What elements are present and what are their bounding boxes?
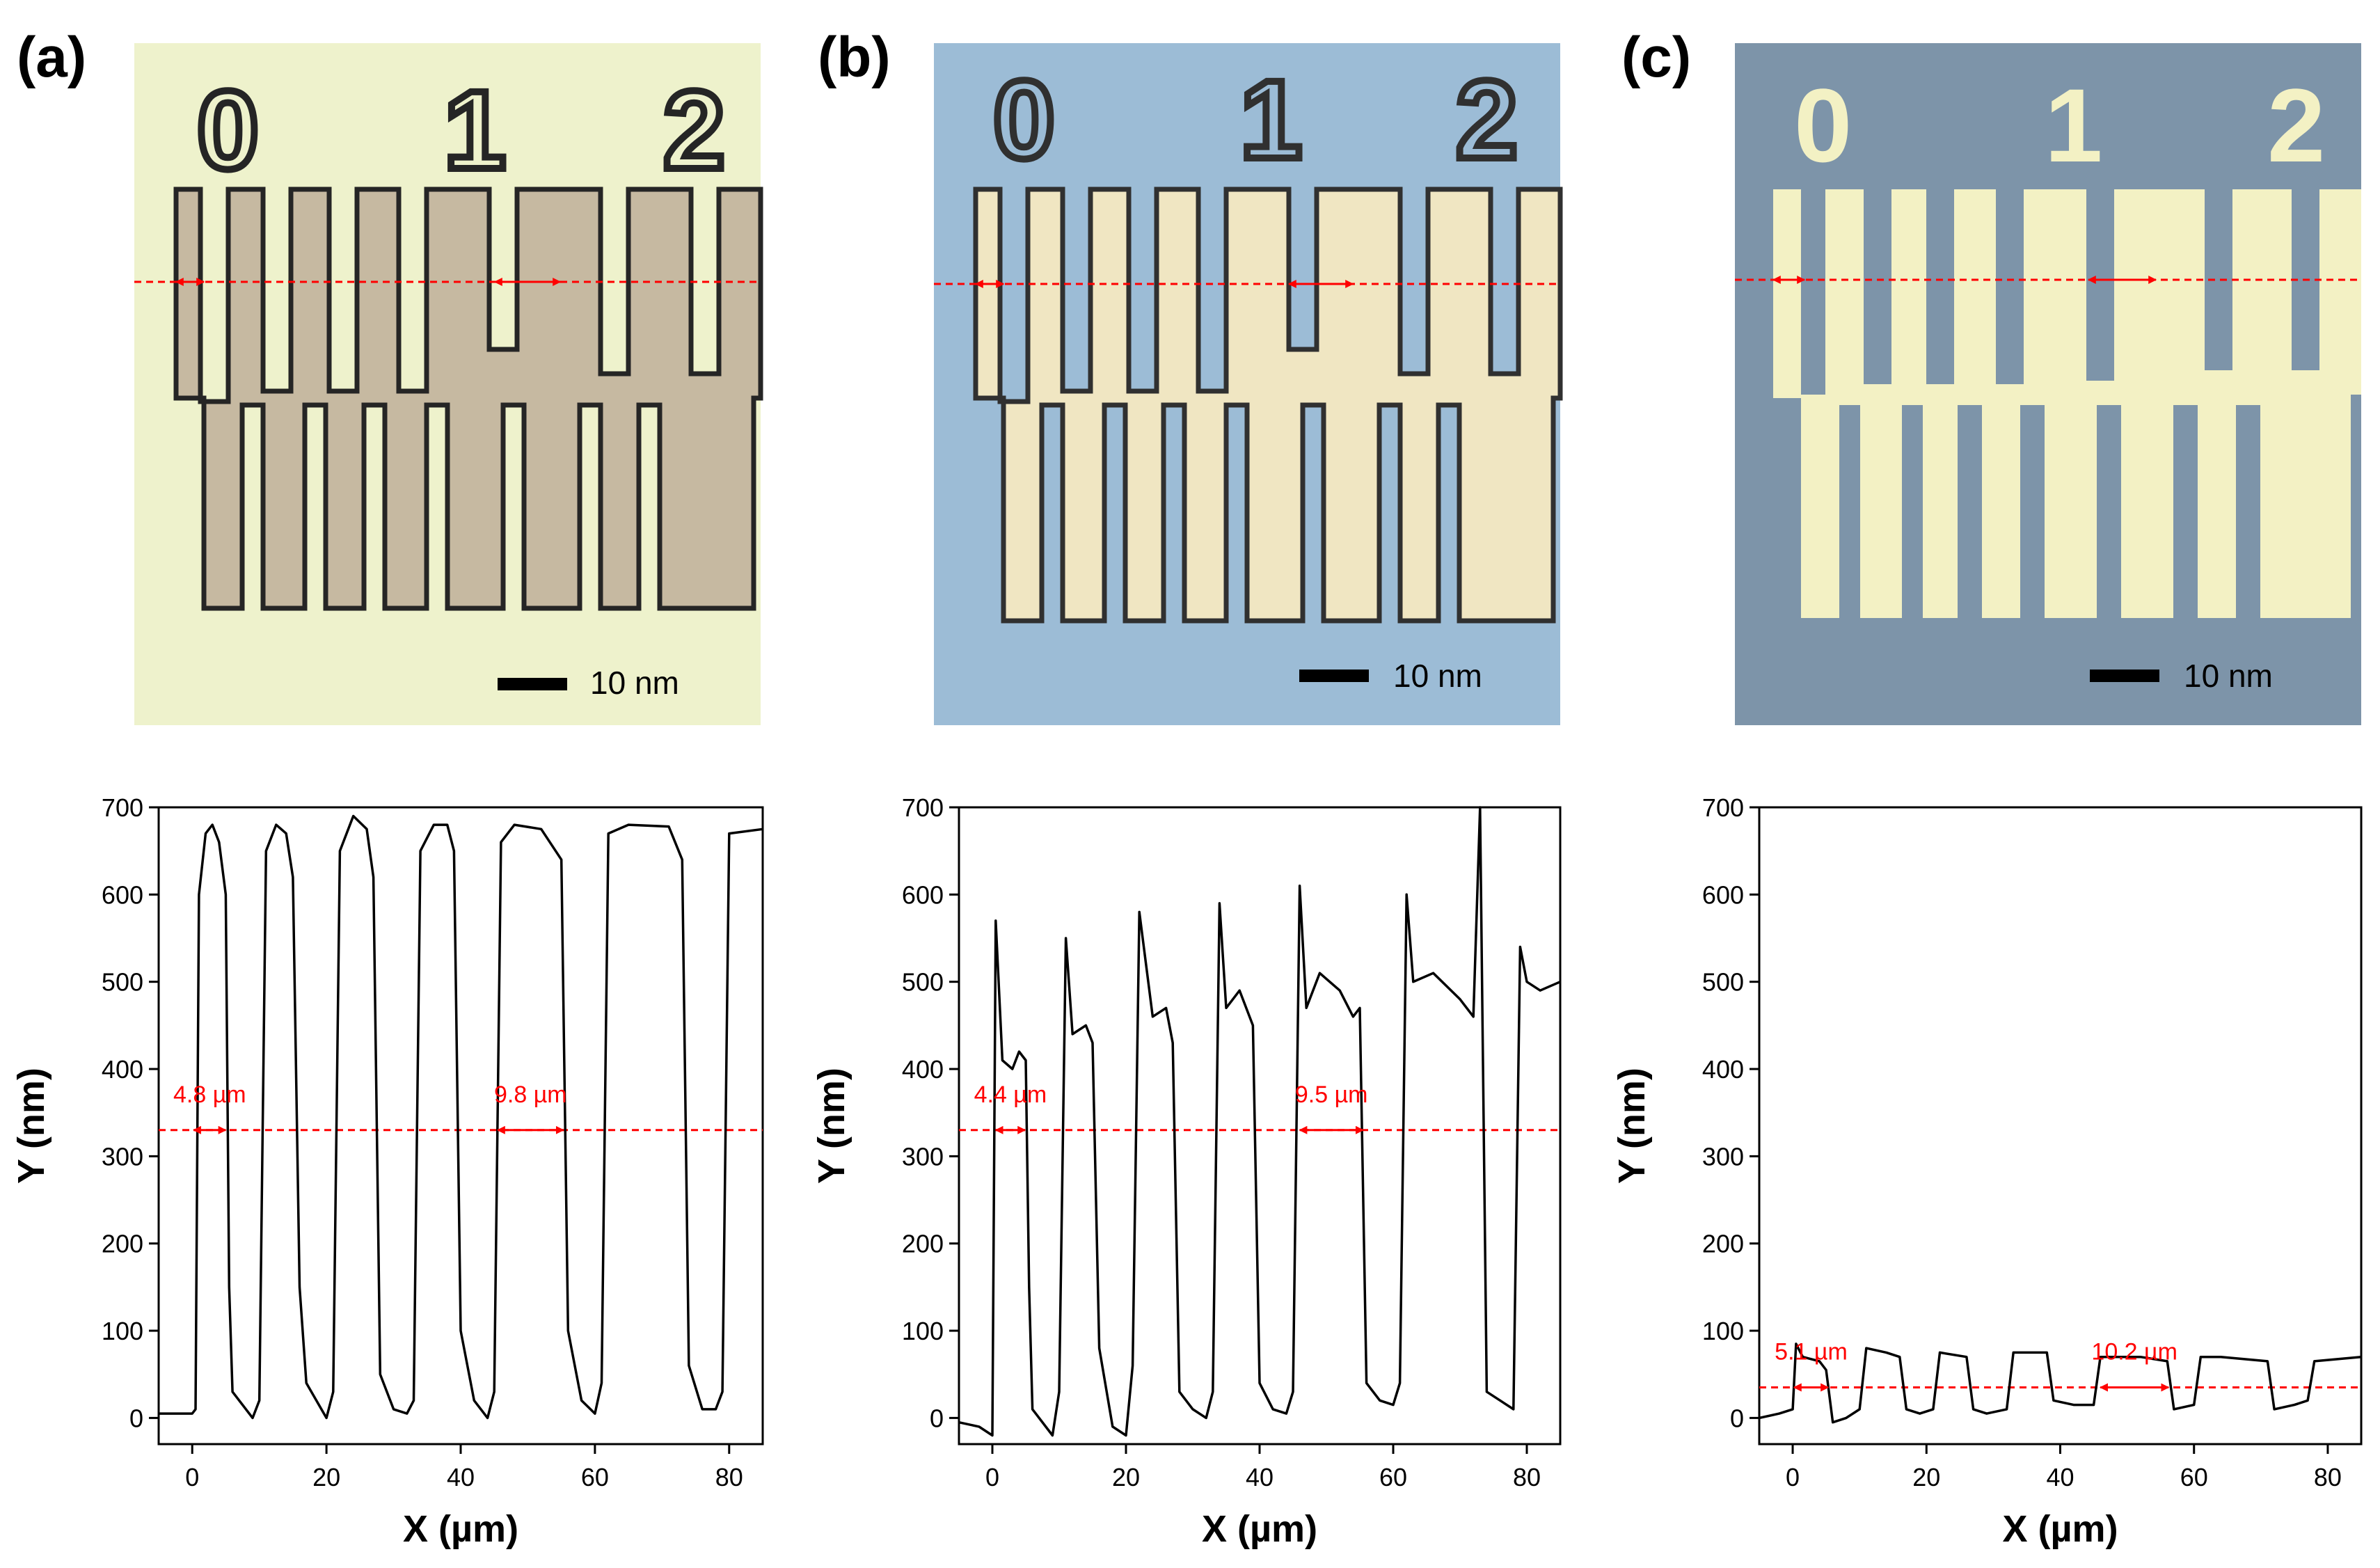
y-tick-label: 300 bbox=[902, 1142, 944, 1171]
y-tick-label: 0 bbox=[129, 1404, 143, 1432]
x-tick-label: 80 bbox=[1513, 1463, 1541, 1491]
micrograph-b: 0 1 2 10 nm bbox=[934, 43, 1563, 725]
micrograph-a-digit-1: 1 bbox=[444, 68, 506, 192]
micrograph-c-scale-label: 10 nm bbox=[2184, 658, 2273, 694]
micrograph-b-digit-0: 0 bbox=[993, 57, 1055, 182]
x-axis-label: X (µm) bbox=[2002, 1508, 2118, 1550]
y-tick-label: 600 bbox=[1702, 880, 1744, 909]
micrograph-c-digit-1: 1 bbox=[2045, 67, 2102, 184]
y-tick-label: 400 bbox=[1702, 1055, 1744, 1084]
micrograph-c-scale-bar bbox=[2090, 670, 2159, 682]
micrograph-c-pad bbox=[1773, 189, 2361, 618]
y-tick-label: 100 bbox=[1702, 1317, 1744, 1345]
y-tick-label: 400 bbox=[102, 1055, 143, 1084]
x-tick-label: 40 bbox=[447, 1463, 475, 1491]
micrograph-a-scale-label: 10 nm bbox=[590, 665, 679, 701]
y-tick-label: 300 bbox=[102, 1142, 143, 1171]
profile-line bbox=[1759, 1343, 2362, 1424]
y-axis-label: Y (nm) bbox=[811, 1068, 852, 1184]
panel-label-b: (b) bbox=[818, 26, 891, 89]
profile-chart-a: 0 20 40 60 80 0 100 200 300 400 500 600 700 X (µm) Y (… bbox=[10, 793, 764, 1550]
y-tick-label: 700 bbox=[902, 793, 944, 822]
panel-label-a: (a) bbox=[17, 26, 86, 89]
width-label: 4.8 µm bbox=[173, 1082, 246, 1108]
width-label: 4.4 µm bbox=[974, 1082, 1047, 1108]
panel-label-c: (c) bbox=[1621, 26, 1691, 89]
x-tick-label: 60 bbox=[1379, 1463, 1407, 1491]
x-tick-label: 80 bbox=[715, 1463, 743, 1491]
y-axis-label: Y (nm) bbox=[1611, 1068, 1653, 1184]
y-tick-label: 200 bbox=[902, 1230, 944, 1258]
profile-chart-c: 0 20 40 60 80 0 100 200 300 400 500 600 700 X (µm) Y (… bbox=[1611, 793, 2363, 1550]
y-tick-label: 100 bbox=[102, 1317, 143, 1345]
plot-frame bbox=[157, 806, 764, 1446]
y-tick-label: 400 bbox=[902, 1055, 944, 1084]
micrograph-a-digit-0: 0 bbox=[197, 68, 259, 192]
x-tick-label: 80 bbox=[2314, 1463, 2342, 1491]
micrograph-b-digit-2: 2 bbox=[1456, 57, 1518, 182]
micrograph-b-scale-bar bbox=[1299, 670, 1369, 682]
x-tick-label: 40 bbox=[2046, 1463, 2074, 1491]
y-tick-label: 500 bbox=[1702, 968, 1744, 997]
profile-chart-b: 0 20 40 60 80 0 100 200 300 400 500 600 700 X (µm) Y (… bbox=[811, 793, 1562, 1550]
y-tick-label: 600 bbox=[102, 880, 143, 909]
plot-frame bbox=[1758, 806, 2363, 1446]
x-tick-label: 40 bbox=[1246, 1463, 1274, 1491]
micrograph-a-digits: 0 1 2 bbox=[193, 64, 729, 196]
y-tick-label: 300 bbox=[1702, 1142, 1744, 1171]
micrograph-a-scale-bar bbox=[498, 678, 567, 690]
width-label: 5.1 µm bbox=[1775, 1339, 1848, 1365]
x-tick-label: 0 bbox=[185, 1463, 199, 1491]
x-tick-label: 0 bbox=[985, 1463, 999, 1491]
micrograph-b-pad bbox=[973, 187, 1563, 624]
y-tick-label: 700 bbox=[102, 793, 143, 822]
x-tick-label: 0 bbox=[1786, 1463, 1800, 1491]
y-tick-label: 500 bbox=[102, 968, 143, 997]
x-tick-label: 20 bbox=[1912, 1463, 1940, 1491]
width-label: 9.8 µm bbox=[494, 1082, 567, 1108]
x-tick-label: 20 bbox=[312, 1463, 340, 1491]
y-tick-label: 500 bbox=[902, 968, 944, 997]
profile-line bbox=[159, 814, 763, 1420]
profile-line bbox=[958, 806, 1561, 1437]
micrograph-a-pad bbox=[173, 187, 763, 611]
x-tick-label: 60 bbox=[581, 1463, 609, 1491]
x-axis-label: X (µm) bbox=[403, 1508, 518, 1550]
micrograph-b-digits: 0 1 2 bbox=[990, 54, 1521, 185]
width-label: 10.2 µm bbox=[2091, 1339, 2177, 1365]
micrograph-b-scale-label: 10 nm bbox=[1393, 658, 1482, 694]
y-tick-label: 200 bbox=[1702, 1230, 1744, 1258]
y-tick-label: 0 bbox=[1730, 1404, 1744, 1432]
x-tick-label: 60 bbox=[2180, 1463, 2208, 1491]
micrograph-c-digits: 0 1 2 bbox=[1794, 67, 2325, 184]
y-tick-label: 600 bbox=[902, 880, 944, 909]
micrograph-c-digit-0: 0 bbox=[1794, 67, 1852, 184]
micrograph-a-digit-2: 2 bbox=[663, 68, 725, 192]
width-label: 9.5 µm bbox=[1295, 1082, 1368, 1108]
y-tick-label: 700 bbox=[1702, 793, 1744, 822]
y-axis-label: Y (nm) bbox=[10, 1068, 52, 1184]
micrograph-c-digit-2: 2 bbox=[2267, 67, 2325, 184]
micrograph-a: 0 1 2 10 nm bbox=[134, 43, 763, 725]
x-tick-label: 20 bbox=[1112, 1463, 1140, 1491]
x-axis-label: X (µm) bbox=[1202, 1508, 1317, 1550]
micrograph-b-digit-1: 1 bbox=[1240, 57, 1302, 182]
y-tick-label: 100 bbox=[902, 1317, 944, 1345]
y-tick-label: 200 bbox=[102, 1230, 143, 1258]
y-tick-label: 0 bbox=[930, 1404, 944, 1432]
micrograph-c: 0 1 2 10 nm bbox=[1735, 43, 2361, 725]
